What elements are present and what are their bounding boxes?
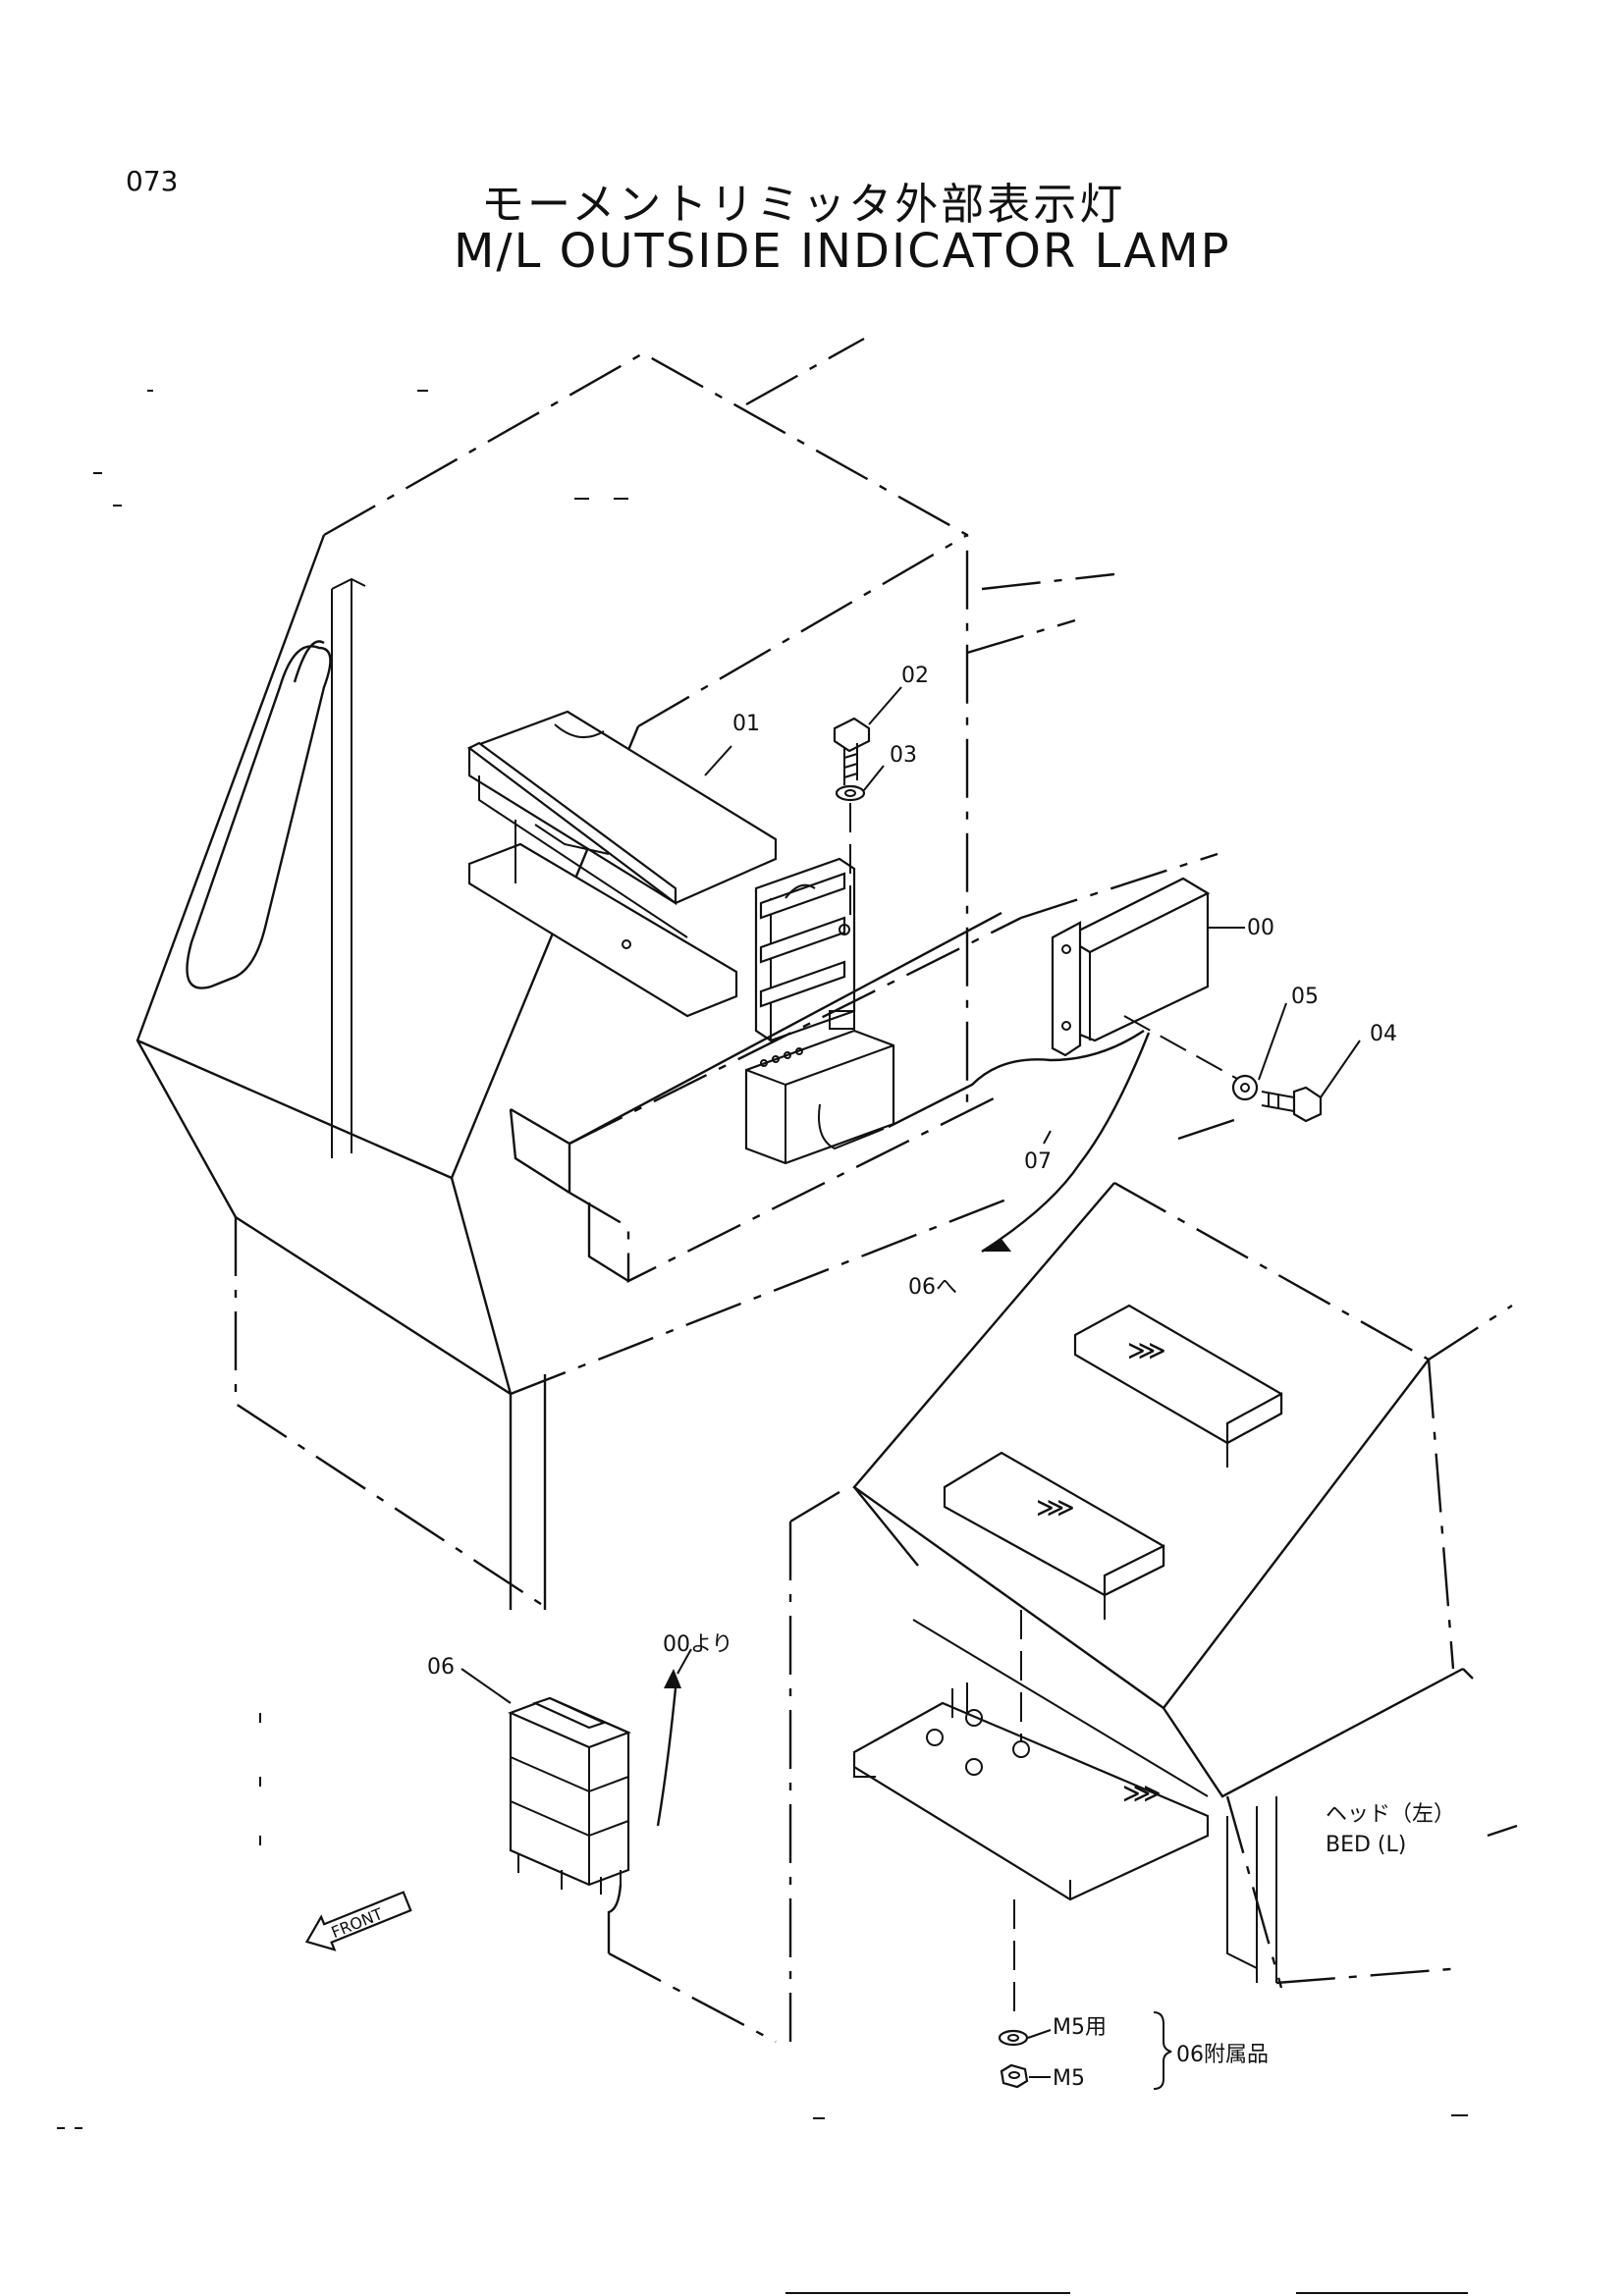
relay-06: [508, 1696, 777, 2044]
m5-washer-label: M5用: [1053, 2015, 1107, 2040]
indicator-lamp-00: [1051, 877, 1240, 1081]
callout-to-06: 06へ: [908, 1275, 957, 1300]
cab-body: [93, 337, 1115, 1612]
edge-ticks: [57, 1713, 1468, 2294]
mounting-plate: ⋙: [852, 1610, 1210, 2022]
callout-05: 05: [1291, 985, 1319, 1009]
accessory-label: 06附属品: [1176, 2043, 1269, 2067]
bed-label-en: BED (L): [1326, 1833, 1406, 1857]
vent-block-lower: ⋙: [943, 1451, 1165, 1620]
m5-nut-label: M5: [1053, 2066, 1085, 2091]
m5-nut: [1000, 2063, 1029, 2089]
callout-04: 04: [1370, 1022, 1397, 1046]
m5-washer: [998, 2029, 1029, 2047]
page-number: 073: [126, 165, 179, 197]
bracket-01: [466, 710, 856, 1042]
floor-console: [509, 852, 1238, 1283]
front-arrow: FRONT: [304, 1891, 412, 1951]
harness-07: [888, 1030, 1151, 1254]
washer-05: [1231, 1074, 1259, 1101]
title-english: M/L OUTSIDE INDICATOR LAMP: [454, 224, 1231, 279]
callout-02: 02: [901, 664, 929, 688]
callout-from-00: 00より: [663, 1632, 733, 1657]
bolt-02: [833, 717, 871, 785]
bolt-04: [1261, 1086, 1323, 1123]
leader-lines: [460, 686, 1361, 1704]
callout-07: 07: [1024, 1149, 1052, 1174]
mesh-mark: ⋙: [1122, 1777, 1162, 1809]
title-japanese: モーメントリミッタ外部表示灯: [481, 180, 1126, 230]
bed-label-jp: ヘッド（左）: [1326, 1802, 1455, 1827]
bed-left: [788, 1181, 1518, 2042]
mesh-mark: ⋙: [1036, 1491, 1075, 1523]
washer-03: [835, 784, 866, 802]
callout-06: 06: [427, 1655, 455, 1680]
harness-06-lead: [656, 1687, 677, 1827]
callout-00: 00: [1247, 916, 1274, 940]
terminal-box: [744, 1010, 895, 1165]
mesh-mark: ⋙: [1127, 1334, 1166, 1366]
vent-block-upper: ⋙: [1073, 1304, 1283, 1468]
callout-03: 03: [890, 743, 917, 768]
callout-01: 01: [732, 712, 760, 736]
